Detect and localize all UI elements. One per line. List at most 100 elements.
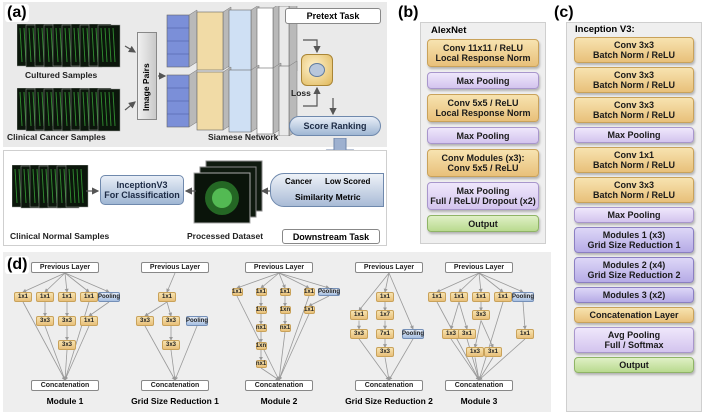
sample-texture	[108, 91, 112, 127]
module-5-node-8: 3x1	[458, 328, 476, 339]
module-edge	[260, 272, 280, 289]
module-3-node-4: 1x1	[303, 288, 315, 296]
module-1-node-6: 3x3	[36, 316, 54, 326]
previous-layer-1: Previous Layer	[31, 262, 99, 273]
sample-texture	[63, 168, 67, 204]
panel-c-block-9: Modules 2 (x4) Grid Size Reduction 2	[574, 257, 694, 283]
module-edge	[22, 272, 66, 293]
module-5-node-1: 1x1	[428, 292, 446, 302]
module-5-node-3: 1x1	[472, 292, 490, 302]
panel-d-label: (d)	[5, 256, 30, 274]
clinical-cancer-samples-label: Clinical Cancer Samples	[7, 132, 106, 142]
low-scored-label: Low Scored	[325, 177, 371, 186]
sample-texture	[59, 27, 63, 63]
module-edge	[170, 349, 177, 381]
sample-texture	[46, 91, 50, 127]
siamese-layer	[256, 67, 274, 135]
module-edge	[278, 272, 286, 289]
sample-texture	[68, 91, 72, 127]
previous-layer-5: Previous Layer	[445, 262, 513, 273]
cultured-samples-stack	[17, 24, 121, 68]
module-edge	[278, 272, 310, 289]
concatenation-2: Concatenation	[141, 380, 209, 391]
sample-texture	[82, 27, 86, 63]
siamese-layer	[196, 11, 224, 71]
processed-dataset-stack	[193, 160, 263, 224]
module-label-1: Module 1	[46, 396, 84, 406]
image-pairs-label: Image Pairs	[141, 63, 151, 111]
siamese-layer	[228, 9, 252, 73]
module-edge	[388, 338, 414, 381]
module-edge	[308, 295, 330, 307]
score-ranking-pill: Score Ranking	[289, 116, 381, 136]
module-edge	[44, 325, 66, 381]
sample-texture	[41, 91, 45, 127]
sample-texture	[41, 27, 45, 63]
panel-b-alexnet: AlexNet Conv 11x11 / ReLU Local Response…	[420, 22, 546, 244]
siamese-layer	[228, 69, 252, 133]
module-5-node-5: Pooling	[512, 292, 534, 302]
module-2-node-1: 1x1	[158, 292, 176, 302]
sample-texture	[68, 168, 72, 204]
cancer-label: Cancer	[285, 177, 313, 186]
pretext-task-box: Pretext Task	[285, 8, 381, 24]
sample-texture	[50, 27, 54, 63]
sample-texture	[50, 91, 54, 127]
module-edge	[383, 272, 390, 293]
panel-c-block-1: Conv 3x3 Batch Norm / ReLU	[574, 37, 694, 63]
module-edge	[44, 272, 66, 293]
sample-texture	[55, 27, 59, 63]
alexnet-title: AlexNet	[431, 25, 467, 36]
sample-texture	[72, 168, 76, 204]
module-1-node-9: 3x3	[58, 340, 76, 350]
previous-layer-3: Previous Layer	[245, 262, 313, 273]
siamese-layer-side	[188, 69, 198, 128]
sample-texture	[46, 27, 50, 63]
module-edge	[64, 272, 90, 293]
sample-texture	[32, 27, 36, 63]
module-edge	[478, 272, 504, 293]
panel-b-block-4: Max Pooling	[427, 127, 539, 144]
panel-c-block-4: Max Pooling	[574, 127, 694, 143]
panel-b-block-7: Output	[427, 215, 539, 232]
module-1-node-7: 3x3	[58, 316, 76, 326]
module-3-node-12: nx1	[255, 360, 267, 368]
module-edge	[144, 325, 176, 381]
module-edge	[458, 272, 480, 293]
module-edge	[64, 325, 90, 381]
sample-texture	[108, 27, 112, 63]
siamese-network-diagram	[166, 6, 298, 136]
sample-texture	[95, 27, 99, 63]
sample-texture	[86, 27, 90, 63]
sample-texture	[91, 91, 95, 127]
module-3-node-5: Pooling	[318, 288, 340, 296]
module-4-node-5: 3x3	[350, 328, 368, 339]
sample-texture	[23, 168, 27, 204]
module-edge	[166, 272, 176, 293]
module-edge	[478, 272, 483, 293]
previous-layer-2: Previous Layer	[141, 262, 209, 273]
image-pairs-bar: Image Pairs	[137, 32, 157, 120]
panel-a-label: (a)	[5, 4, 29, 22]
module-edge	[478, 272, 524, 293]
panel-c-block-2: Conv 3x3 Batch Norm / ReLU	[574, 67, 694, 93]
panel-c-block-7: Max Pooling	[574, 207, 694, 223]
loss-icon	[309, 63, 325, 77]
sample-texture	[112, 27, 116, 63]
previous-layer-4: Previous Layer	[355, 262, 423, 273]
cancer-samples-stack	[17, 88, 121, 132]
panel-c-label: (c)	[552, 4, 576, 22]
module-edge	[277, 331, 286, 381]
siamese-layer	[196, 71, 224, 131]
module-1-node-4: 1x1	[80, 292, 98, 302]
siamese-layer	[256, 7, 274, 75]
sample-texture	[64, 91, 68, 127]
module-3-node-10: nx1	[279, 324, 291, 332]
concatenation-1: Concatenation	[31, 380, 99, 391]
module-edge	[236, 272, 280, 289]
sample-texture	[59, 91, 63, 127]
module-edge	[63, 349, 68, 381]
module-edge	[480, 320, 494, 349]
sample-texture	[64, 27, 68, 63]
module-3-node-6: 1xn	[255, 306, 267, 314]
